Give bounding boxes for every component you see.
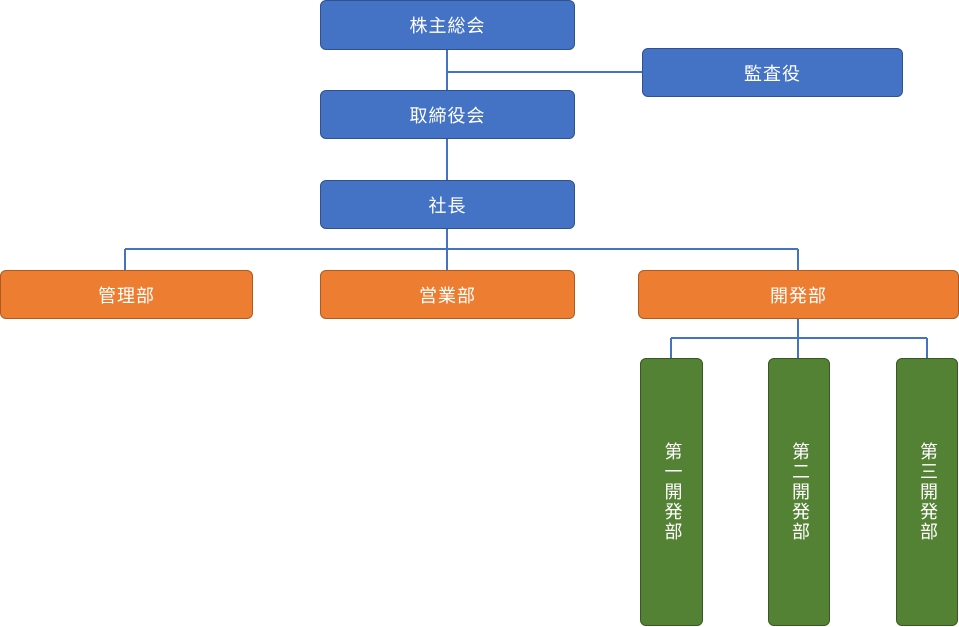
admin-department-box: 管理部 xyxy=(0,270,253,319)
auditor-box: 監査役 xyxy=(642,48,903,97)
president-label: 社長 xyxy=(428,195,467,217)
shareholders-meeting-label: 株主総会 xyxy=(409,16,486,37)
first-dev-section-label: 第一開発部 xyxy=(661,442,683,542)
development-department-label: 開発部 xyxy=(770,285,827,307)
third-dev-section-label: 第三開発部 xyxy=(917,442,938,542)
sales-department-label: 営業部 xyxy=(419,285,476,307)
second-dev-section-box: 第二開発部 xyxy=(768,358,830,626)
second-dev-section-label: 第二開発部 xyxy=(789,442,810,542)
board-of-directors-box: 取締役会 xyxy=(320,90,575,139)
president-box: 社長 xyxy=(320,180,575,229)
auditor-label: 監査役 xyxy=(744,63,801,85)
admin-department-label: 管理部 xyxy=(98,285,155,307)
development-department-box: 開発部 xyxy=(638,270,959,319)
sales-department-box: 営業部 xyxy=(320,270,575,319)
shareholders-meeting-box: 株主総会 xyxy=(320,0,575,50)
first-dev-section-box: 第一開発部 xyxy=(640,358,703,626)
board-of-directors-label: 取締役会 xyxy=(409,105,486,127)
third-dev-section-box: 第三開発部 xyxy=(896,358,958,626)
